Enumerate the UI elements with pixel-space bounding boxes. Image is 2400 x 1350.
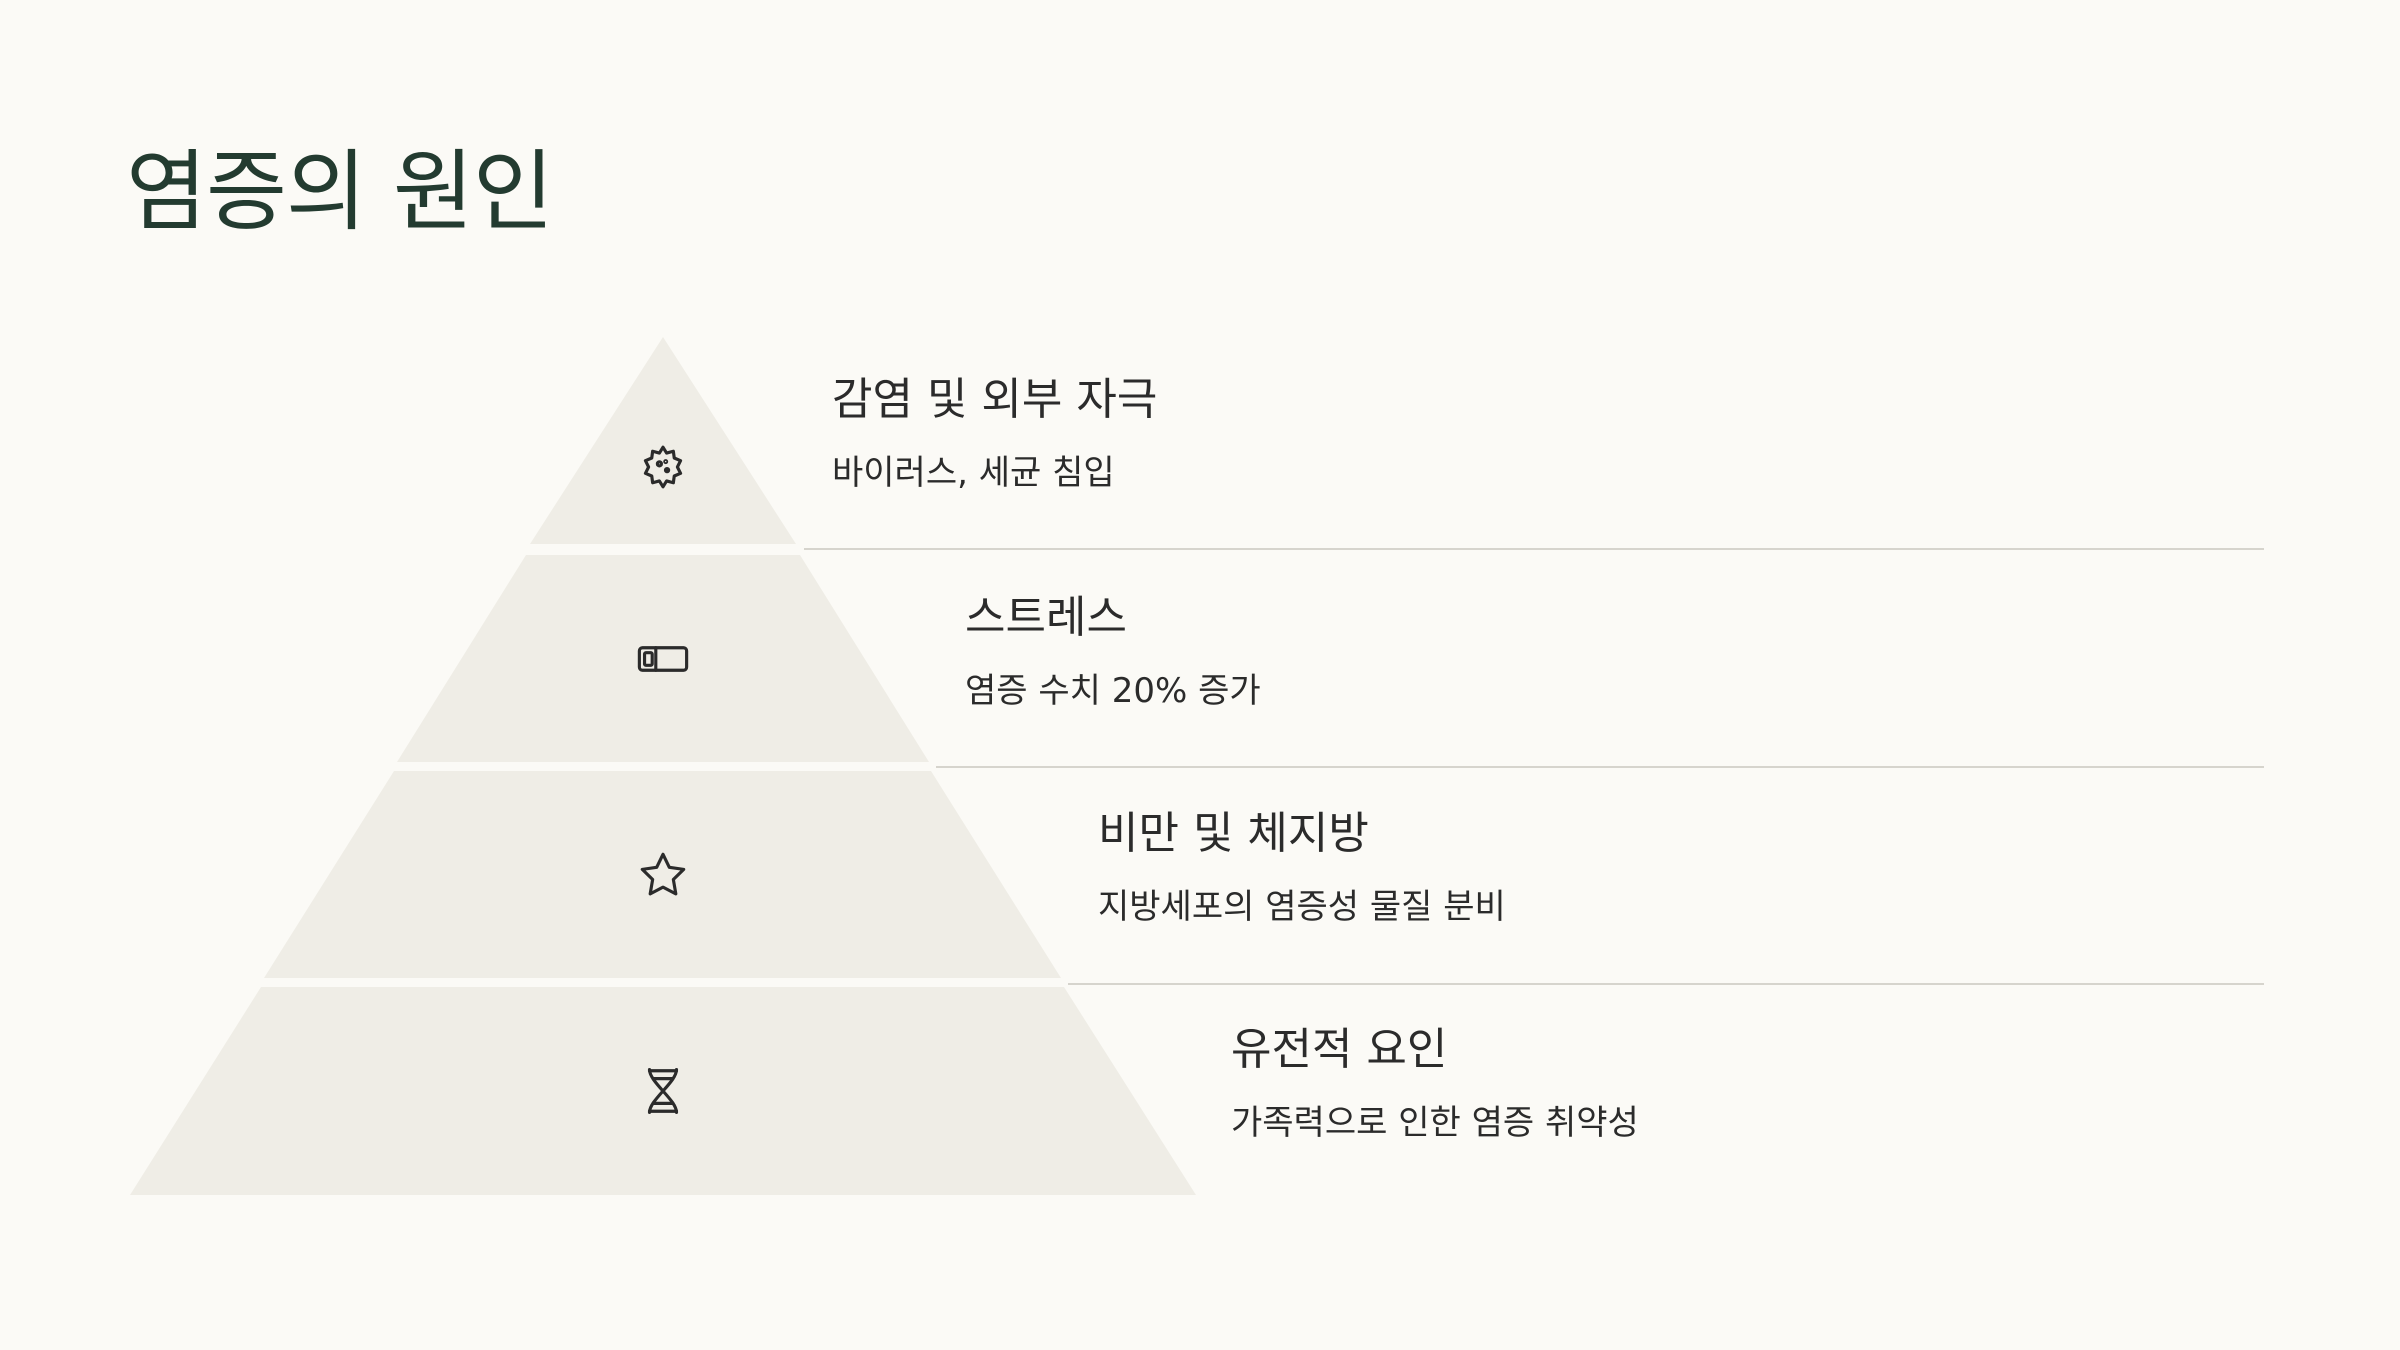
tier-description: 염증 수치 20% 증가 [965,671,1261,711]
tier-2-text: 스트레스 염증 수치 20% 증가 [965,592,1261,711]
tier-heading: 유전적 요인 [1231,1024,1448,1075]
divider [1068,983,2264,985]
pyramid-tier-2 [397,555,929,762]
pyramid-tier-1 [530,337,796,544]
tier-description: 바이러스, 세균 침입 [832,453,1115,493]
dna-icon [636,1064,690,1118]
divider [936,766,2264,768]
tier-1-text: 감염 및 외부 자극 바이러스, 세균 침입 [832,374,1158,493]
battery-low-icon [636,632,690,686]
star-icon [636,848,690,902]
pyramid-tier-3 [264,771,1061,978]
tier-3-text: 비만 및 체지방 지방세포의 염증성 물질 분비 [1098,808,1506,927]
tier-4-text: 유전적 요인 가족력으로 인한 염증 취약성 [1231,1024,1639,1143]
page-title: 염증의 원인 [126,140,554,243]
tier-heading: 비만 및 체지방 [1098,808,1369,859]
tier-heading: 스트레스 [965,592,1127,643]
tier-description: 지방세포의 염증성 물질 분비 [1098,887,1506,927]
tier-heading: 감염 및 외부 자극 [832,374,1158,425]
tier-description: 가족력으로 인한 염증 취약성 [1231,1103,1639,1143]
virus-icon [636,440,690,494]
divider [804,548,2264,550]
